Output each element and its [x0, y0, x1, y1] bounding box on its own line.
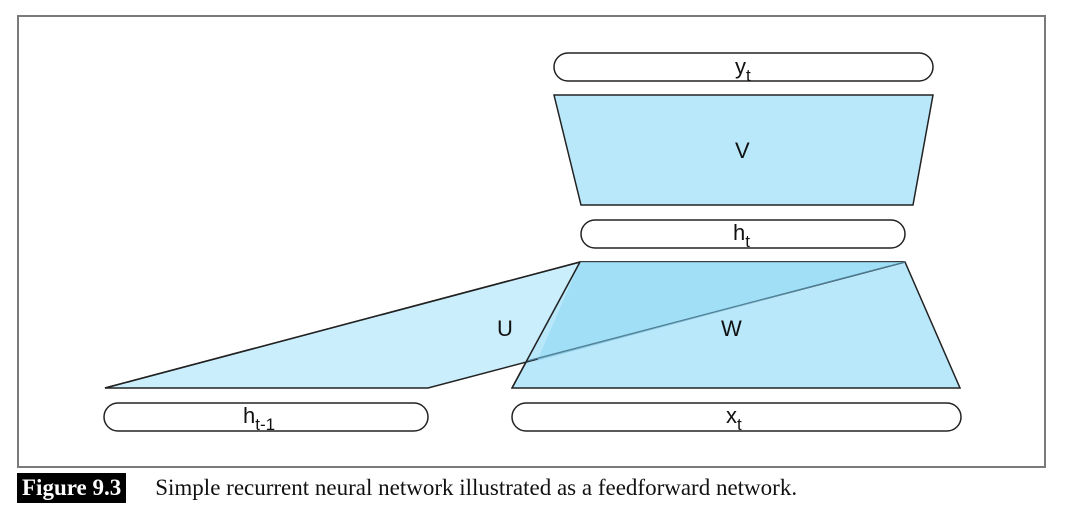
layer-h-prev-label: ht-1: [243, 403, 275, 434]
weight-U-lower-edge: [526, 261, 906, 362]
layer-x-t-label: xt: [726, 403, 742, 434]
figure-caption-text: Simple recurrent neural network illustra…: [155, 475, 798, 500]
weight-V-label: V: [735, 138, 750, 163]
layer-h-t: [580, 219, 906, 249]
layer-x-t: [511, 402, 962, 432]
weight-V: [553, 94, 934, 206]
weight-W-left-edge: [511, 261, 581, 389]
layer-h-t-label: ht: [733, 220, 750, 251]
weight-U-label: U: [497, 316, 513, 341]
layer-y-t-label: yt: [735, 54, 751, 85]
weight-W-label: W: [721, 316, 742, 341]
weight-overlap: [537, 262, 905, 361]
figure-label: Figure 9.3: [17, 473, 127, 503]
weight-U-top-edge: [104, 261, 581, 389]
layer-h-prev: [103, 402, 429, 432]
figure-caption: Figure 9.3 Simple recurrent neural netwo…: [17, 472, 797, 504]
layer-y-t: [553, 52, 934, 82]
